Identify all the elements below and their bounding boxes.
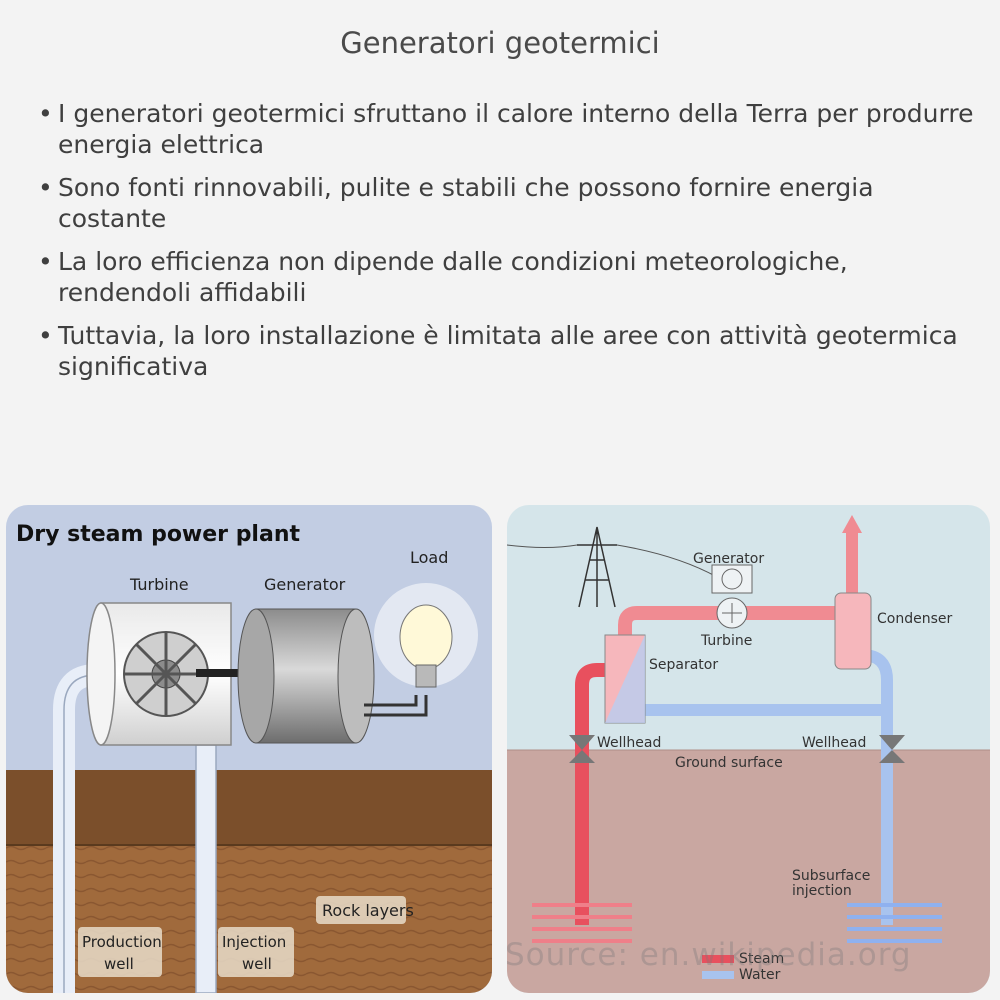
shaft <box>196 669 256 677</box>
turbine-label: Turbine <box>129 575 189 594</box>
bullet-list: I generatori geotermici sfruttano il cal… <box>36 98 976 394</box>
injection-well-label: Injection <box>222 933 286 951</box>
upper-ground <box>6 770 492 850</box>
generator-label-right: Generator <box>693 551 764 567</box>
legend-water-label: Water <box>739 967 781 983</box>
wellhead-right-icon <box>879 735 905 763</box>
bullet-item: Sono fonti rinnovabili, pulite e stabili… <box>36 172 976 234</box>
turbine-wheel <box>123 631 209 717</box>
rock-layers-label: Rock layers <box>322 901 414 920</box>
source-watermark: Source: en.wikipedia.org <box>505 937 912 973</box>
flash-steam-diagram: Generator Turbine Condenser Separator We… <box>507 505 990 993</box>
steam-pipe-production <box>575 663 605 925</box>
separator-label: Separator <box>649 657 718 673</box>
bulb-icon <box>374 583 478 688</box>
wellhead-left-icon <box>569 735 595 763</box>
injection-label: injection <box>792 883 852 899</box>
bullet-item: Tuttavia, la loro installazione è limita… <box>36 320 976 382</box>
injection-well-label-2: well <box>242 955 272 973</box>
production-reservoir <box>532 903 632 943</box>
production-well-label-2: well <box>104 955 134 973</box>
load-wire <box>364 695 418 707</box>
bullet-item: La loro efficienza non dipende dalle con… <box>36 246 976 308</box>
wellhead-right-label: Wellhead <box>802 735 866 751</box>
turbine-label-right: Turbine <box>700 633 752 649</box>
injection-pipe <box>195 744 217 993</box>
ground-surface-label: Ground surface <box>675 755 783 771</box>
legend-steam-swatch <box>702 955 734 963</box>
steam-pipe-top <box>618 606 837 645</box>
generator-label: Generator <box>264 575 346 594</box>
generator-icon <box>711 564 753 594</box>
load-label: Load <box>410 548 448 567</box>
production-well-label: Production <box>82 933 162 951</box>
dry-steam-title: Dry steam power plant <box>16 522 300 547</box>
legend-water-swatch <box>702 971 734 979</box>
condenser-label: Condenser <box>877 611 952 627</box>
subsurface-label: Subsurface <box>792 868 870 884</box>
injection-reservoir <box>847 903 942 943</box>
dry-steam-diagram: Dry steam power plant Turbine Generator … <box>6 505 492 993</box>
pylon-icon <box>577 526 617 608</box>
page-title: Generatori geotermici <box>340 26 660 60</box>
legend-steam-label: Steam <box>739 951 784 967</box>
bullet-item: I generatori geotermici sfruttano il cal… <box>36 98 976 160</box>
condenser-box <box>834 592 872 670</box>
wellhead-left-label: Wellhead <box>597 735 661 751</box>
